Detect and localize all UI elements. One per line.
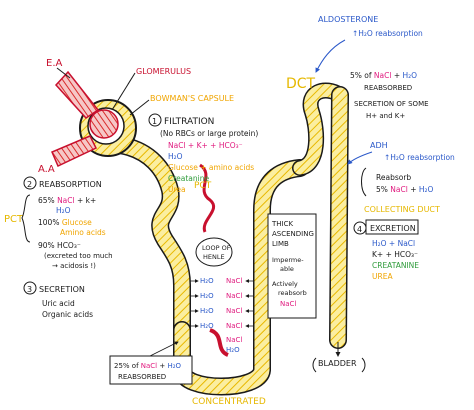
aldosterone-label: ALDOSTERONE <box>318 15 378 24</box>
loop-label-1: LOOP OF <box>202 244 231 252</box>
dct-line-2: REABSORBED <box>364 84 412 92</box>
afferent-arteriole <box>51 135 98 168</box>
reabsorption-line-6: (excreted too much <box>44 252 113 260</box>
adh-arrow <box>347 151 373 165</box>
secretion-block: 3 SECRETION Uric acid Organic acids <box>23 281 93 319</box>
loop-annotations: LOOP OF HENLE H₂O H₂O H₂O H₂O H₂O NaCl N… <box>190 237 254 354</box>
glomerulus-tuft <box>89 109 119 139</box>
excretion-line-2: K+ + HCO₃⁻ <box>372 250 418 259</box>
reabsorption-line-5: 90% HCO₃⁻ <box>38 241 81 250</box>
loop-h2o-2: H₂O <box>200 292 214 300</box>
vasa-recta <box>209 328 229 357</box>
aldosterone-effect: ↑H₂O reabsorption <box>352 29 423 38</box>
secretion-number-circle <box>23 281 37 295</box>
loop-nacl-1: NaCl <box>226 277 242 285</box>
dct-line-1: 5% of NaCl + H₂O <box>350 71 417 80</box>
efferent-arteriole <box>54 70 100 119</box>
peritubular-capillary <box>199 163 216 233</box>
ascending-title-1: THICK <box>271 220 293 228</box>
efferent-label: E.A <box>46 58 62 69</box>
loop-summary-line-1: 25% of NaCl + H₂O <box>114 362 182 370</box>
excretion-line-1: H₂O + NaCl <box>372 239 415 248</box>
loop-h2o-1: H₂O <box>200 277 214 285</box>
concentrated-label: CONCENTRATED <box>192 397 266 407</box>
ascending-title-3: LIMB <box>272 240 289 248</box>
pct-tube <box>111 136 191 339</box>
filtration-block: 1 FILTRATION (No RBCs or large protein) … <box>148 113 258 194</box>
ascending-item-2c: NaCl <box>280 300 296 308</box>
filtration-water: H₂O <box>168 152 183 161</box>
ascending-limb-box: THICK ASCENDING LIMB Imperme- able Activ… <box>267 213 317 319</box>
ascending-title-2: ASCENDING <box>272 230 314 238</box>
loop-h2o-4: H₂O <box>200 322 214 330</box>
glomerulus-pointer <box>111 72 136 111</box>
collecting-line-1: Reabsorb <box>376 173 411 182</box>
excretion-block: 4 EXCRETION H₂O + NaCl K+ + HCO₃⁻ CREATA… <box>353 219 419 281</box>
loop-nacl-2: NaCl <box>226 292 242 300</box>
pct-tube-label: PCT <box>194 181 212 191</box>
reabsorption-number-circle <box>23 176 37 190</box>
filtration-glucose: Glucose + amino acids <box>168 163 254 172</box>
reabsorption-title: REABSORPTION <box>39 180 102 189</box>
collecting-line-2: 5% NaCl + H₂O <box>376 185 434 194</box>
filtration-ions: NaCl + K+ + HCO₃⁻ <box>168 141 243 150</box>
ascending-item-1: Imperme- <box>272 256 304 264</box>
excretion-number: 4 <box>357 225 362 234</box>
filtration-urea: Urea <box>168 185 186 194</box>
loop-h2o-3: H₂O <box>200 307 214 315</box>
efferent-pointer <box>56 67 71 79</box>
bladder-label: BLADDER <box>318 359 357 368</box>
excretion-line-4: UREA <box>372 272 393 281</box>
capsule-label: BOWMAN'S CAPSULE <box>150 94 234 103</box>
reabsorption-line-7: → acidosis !) <box>52 262 96 270</box>
pct-left-label: PCT <box>4 214 24 225</box>
secretion-line-2: Organic acids <box>42 310 93 319</box>
secretion-title: SECRETION <box>39 285 85 294</box>
loop-label-bubble <box>195 237 233 267</box>
filtration-title: FILTRATION <box>164 117 214 127</box>
filtration-number: 1 <box>152 117 157 126</box>
capsule-pointer <box>129 99 150 116</box>
reabsorption-line-3: 100% Glucose <box>38 218 92 227</box>
reabsorption-number: 2 <box>27 180 32 189</box>
reabsorption-line-4: Amino acids <box>60 228 106 237</box>
loop-nacl-5: NaCl <box>226 336 242 344</box>
adh-effect: ↑H₂O reabsorption <box>384 153 455 162</box>
loop-h2o-5: H₂O <box>226 346 240 354</box>
loop-summary-line-2: REABSORBED <box>118 373 166 381</box>
filtration-note: (No RBCs or large protein) <box>160 129 258 138</box>
arterioles <box>51 70 100 168</box>
loop-nacl-3: NaCl <box>226 307 242 315</box>
loop-summary-box: 25% of NaCl + H₂O REABSORBED <box>109 341 193 385</box>
collecting-duct-label: COLLECTING DUCT <box>364 205 440 214</box>
aldosterone-arrow <box>315 39 346 73</box>
ascending-item-2: Actively <box>272 280 298 288</box>
reabsorption-line-2: H₂O <box>56 206 71 215</box>
ascending-item-1b: able <box>280 265 294 273</box>
pct-brace <box>21 194 31 243</box>
filtration-number-circle <box>148 113 162 127</box>
loop-nacl-4: NaCl <box>226 322 242 330</box>
excretion-title: EXCRETION <box>370 224 416 233</box>
dct-label: DCT <box>286 76 316 92</box>
secretion-number: 3 <box>27 285 32 294</box>
dct-line-3: SECRETION OF SOME <box>354 100 429 108</box>
reabsorption-line-1: 65% NaCl + k+ <box>38 196 96 205</box>
loop-label-2: HENLE <box>203 253 225 261</box>
adh-label: ADH <box>370 141 388 150</box>
reabsorption-block: 2 REABSORPTION 65% NaCl + k+ H₂O 100% Gl… <box>23 176 113 270</box>
excretion-line-3: CREATANINE <box>372 261 419 270</box>
ascending-item-2b: reabsorb <box>278 289 307 297</box>
afferent-label: A.A <box>38 164 55 175</box>
secretion-line-1: Uric acid <box>42 299 75 308</box>
filtration-creatinine: Creatanine <box>168 174 209 183</box>
dct-line-4: H+ and K+ <box>366 112 405 120</box>
collecting-brace <box>361 167 367 197</box>
glomerulus-label: GLOMERULUS <box>136 67 191 76</box>
